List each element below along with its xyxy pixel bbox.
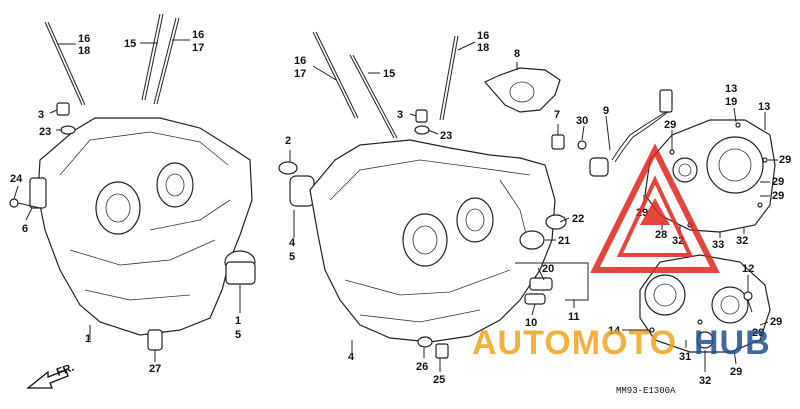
- callout-29: 29: [664, 119, 676, 131]
- callout-27: 27: [149, 363, 161, 375]
- callout-16: 16: [294, 55, 306, 67]
- upper-right-cover: [644, 119, 776, 233]
- callout-24: 24: [10, 173, 23, 185]
- callout-19: 19: [725, 96, 737, 108]
- watermark-hub: HUB: [694, 324, 771, 362]
- callout-4: 4: [289, 237, 296, 249]
- callout-32: 32: [699, 375, 711, 387]
- callout-10: 10: [525, 317, 537, 329]
- callout-21: 21: [558, 235, 570, 247]
- watermark-automoto: AUTOMOTO: [472, 324, 677, 362]
- callout-12: 12: [742, 263, 754, 275]
- callout-23: 23: [440, 130, 452, 142]
- callout-1: 1: [235, 315, 241, 327]
- callout-16: 16: [78, 33, 90, 45]
- callout-28: 28: [655, 229, 667, 241]
- callout-20: 20: [542, 263, 554, 275]
- callout-6: 6: [22, 223, 28, 235]
- right-crankcase: [309, 139, 556, 343]
- callout-29: 29: [730, 366, 742, 378]
- callout-18: 18: [477, 42, 489, 54]
- callout-7: 7: [554, 109, 560, 121]
- callout-9: 9: [603, 105, 609, 117]
- callout-15: 15: [383, 68, 395, 80]
- callout-13: 13: [725, 83, 737, 95]
- callout-29: 29: [779, 154, 791, 166]
- callout-23: 23: [39, 126, 51, 138]
- diagram-code: MM93-E1300A: [616, 386, 676, 396]
- callout-32: 32: [736, 235, 748, 247]
- callout-labels: 16 18 15 16 17 3 23 24 6 2 4 5 1 5 1 27 …: [10, 29, 791, 387]
- callout-22: 22: [572, 213, 584, 225]
- callout-14: 14: [608, 325, 621, 337]
- callout-29: 29: [772, 190, 784, 202]
- callout-4: 4: [348, 351, 355, 363]
- callout-2: 2: [285, 135, 291, 147]
- front-direction-arrow: FR.: [26, 361, 76, 389]
- callout-25: 25: [433, 374, 445, 386]
- callout-13: 13: [758, 101, 770, 113]
- callout-5: 5: [289, 251, 295, 263]
- callout-3: 3: [38, 109, 44, 121]
- callout-29: 29: [770, 316, 782, 328]
- leader-lines: [13, 39, 778, 372]
- sensor-wire: [611, 89, 673, 163]
- callout-8: 8: [514, 48, 520, 60]
- left-crankcase: [29, 117, 253, 336]
- callout-30: 30: [576, 115, 588, 127]
- callout-17: 17: [294, 68, 306, 80]
- callout-31: 31: [679, 351, 691, 363]
- direction-label: FR.: [55, 361, 76, 378]
- callout-18: 18: [78, 45, 90, 57]
- right-small-parts: [414, 67, 609, 359]
- callout-33: 33: [712, 239, 724, 251]
- left-small-parts: [9, 102, 315, 351]
- right-studs: [312, 31, 459, 139]
- callout-29: 29: [752, 327, 764, 339]
- callout-26: 26: [416, 361, 428, 373]
- callout-5: 5: [235, 329, 241, 341]
- callout-11: 11: [568, 311, 580, 323]
- callout-16: 16: [192, 29, 204, 41]
- callout-17: 17: [192, 42, 204, 54]
- callout-29: 29: [772, 176, 784, 188]
- watermark-logo: [590, 143, 720, 273]
- callout-15: 15: [124, 38, 136, 50]
- callout-16: 16: [477, 30, 489, 42]
- callout-3: 3: [397, 109, 403, 121]
- lower-right-cover: [639, 254, 771, 353]
- watermark-text: AUTOMOTO HUB: [472, 324, 771, 362]
- left-studs: [44, 13, 180, 106]
- callout-1: 1: [85, 333, 91, 345]
